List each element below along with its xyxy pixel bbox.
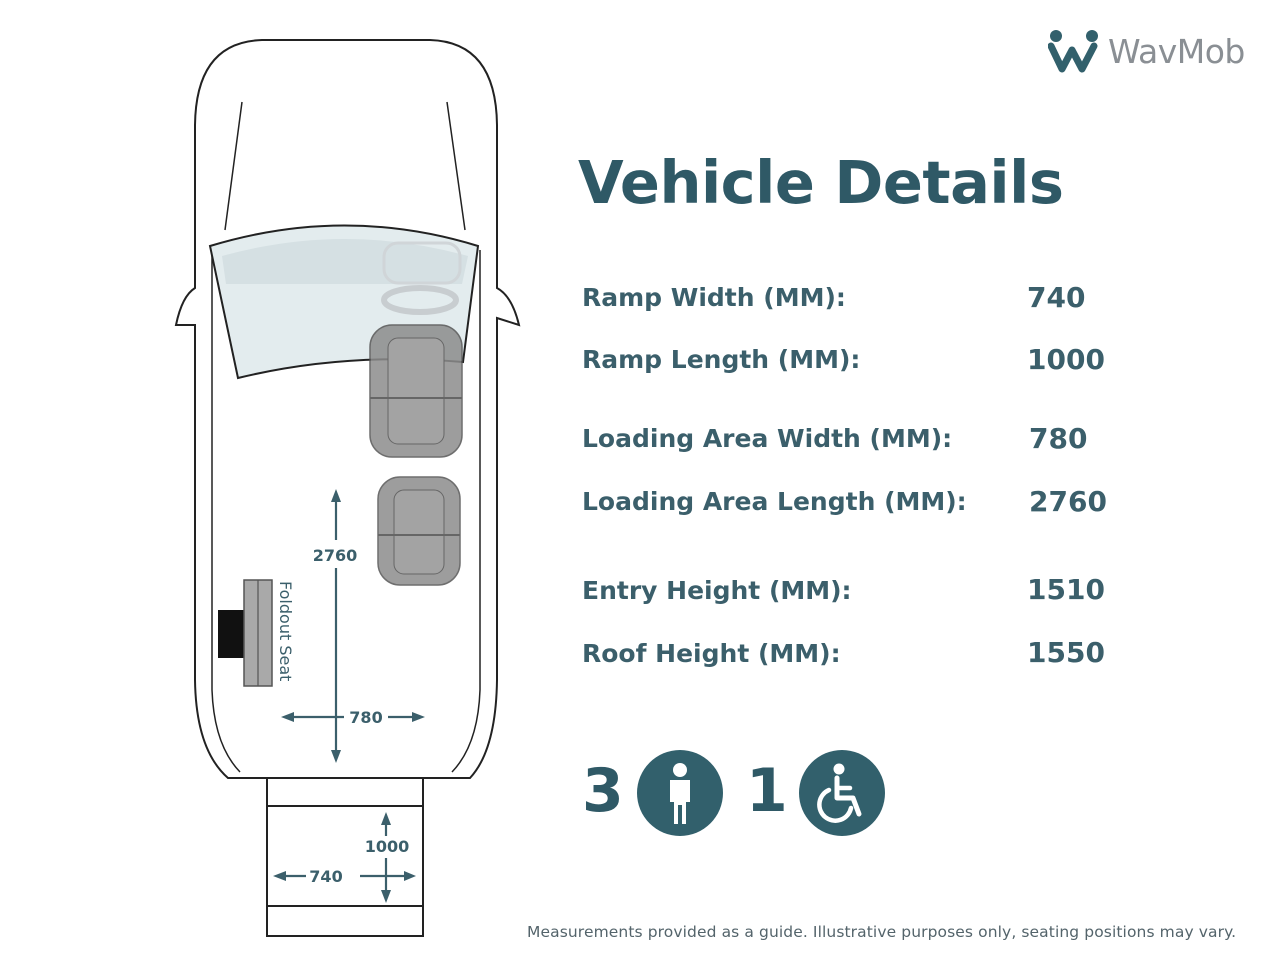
driver-seat-icon xyxy=(369,324,463,458)
spec-value-ramp-width: 740 xyxy=(1027,281,1086,314)
person-icon xyxy=(637,750,723,836)
foldout-seat-label: Foldout Seat xyxy=(276,581,295,681)
spec-label-entry-height: Entry Height (MM): xyxy=(582,576,852,605)
steering-wheel-icon xyxy=(381,285,459,315)
loading-length-arrow xyxy=(331,489,341,763)
ramp-width-arrow xyxy=(273,871,306,881)
ramp-width-label: 740 xyxy=(309,867,342,886)
dashboard-shape xyxy=(382,241,462,285)
spec-label-loading-length: Loading Area Length (MM): xyxy=(582,487,967,516)
spec-label-ramp-width: Ramp Width (MM): xyxy=(582,283,846,312)
car-body-outline xyxy=(174,39,521,779)
wavmob-logo-mark xyxy=(1048,30,1098,73)
spec-value-loading-length: 2760 xyxy=(1029,485,1107,518)
vehicle-floorplan-diagram: Foldout Seat 2760 780 1000 740 xyxy=(174,39,521,937)
brand-logo: WavMob xyxy=(1048,26,1245,76)
spec-label-roof-height: Roof Height (MM): xyxy=(582,639,841,668)
windscreen-inner xyxy=(222,239,468,284)
loading-width-arrow xyxy=(281,712,425,722)
ramp-outline xyxy=(266,777,424,937)
wheelchair-count: 1 xyxy=(746,756,788,826)
wheelchair-icon xyxy=(799,750,885,836)
car-inner-outline xyxy=(211,250,481,773)
spec-label-loading-width: Loading Area Width (MM): xyxy=(582,424,953,453)
disclaimer-footnote: Measurements provided as a guide. Illust… xyxy=(527,923,1237,941)
page-title: Vehicle Details xyxy=(578,148,1064,217)
spec-value-ramp-length: 1000 xyxy=(1027,343,1105,376)
brand-name: WavMob xyxy=(1108,31,1245,71)
loading-length-label: 2760 xyxy=(313,546,358,565)
loading-width-label: 780 xyxy=(349,708,382,727)
spec-value-loading-width: 780 xyxy=(1029,422,1088,455)
spec-label-ramp-length: Ramp Length (MM): xyxy=(582,345,861,374)
ramp-length-arrow xyxy=(360,812,416,903)
foldout-seat-icon xyxy=(218,579,273,687)
spec-value-entry-height: 1510 xyxy=(1027,573,1105,606)
rear-seat-icon xyxy=(377,476,461,586)
spec-value-roof-height: 1550 xyxy=(1027,636,1105,669)
ramp-length-label: 1000 xyxy=(365,837,410,856)
car-hood-lines xyxy=(224,101,466,231)
seated-count: 3 xyxy=(582,756,624,826)
